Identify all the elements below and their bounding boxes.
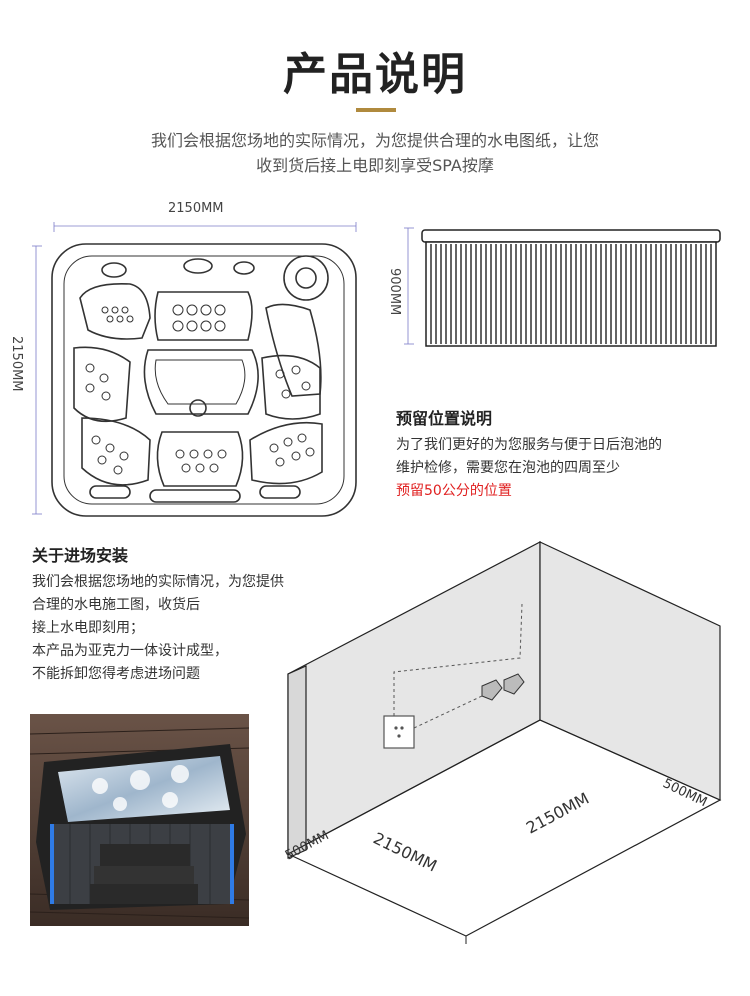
install-line-1: 我们会根据您场地的实际情况，为您提供 — [32, 574, 284, 590]
reserve-title: 预留位置说明 — [396, 409, 493, 428]
install-line-5: 不能拆卸您得考虑进场问题 — [32, 666, 200, 682]
intro-line-2: 收到货后接上电即刻享受SPA按摩 — [256, 156, 494, 175]
room-installation-diagram: 500MM 2150MM 2150MM 500MM — [283, 541, 722, 944]
room-front-length-label: 2150MM — [370, 829, 440, 876]
reserve-line-1: 为了我们更好的为您服务与便于日后泡池的 — [396, 437, 662, 453]
install-line-4: 本产品为亚克力一体设计成型， — [32, 643, 228, 659]
top-view-width-label: 2150MM — [168, 201, 224, 216]
install-text: 我们会根据您场地的实际情况，为您提供 合理的水电施工图，收货后 接上水电即刻用；… — [32, 571, 284, 686]
reserve-line-2: 维护检修，需要您在泡池的四周至少 — [396, 460, 620, 476]
spa-product-photo — [30, 714, 249, 926]
intro-line-1: 我们会根据您场地的实际情况，为您提供合理的水电图纸，让您 — [150, 131, 599, 150]
install-line-3: 接上水电即刻用； — [32, 620, 144, 636]
intro-text: 我们会根据您场地的实际情况，为您提供合理的水电图纸，让您 收到货后接上电即刻享受… — [0, 128, 750, 178]
install-title: 关于进场安装 — [32, 546, 129, 565]
install-line-2: 合理的水电施工图，收货后 — [32, 597, 200, 613]
side-view-height-label: 900MM — [387, 268, 402, 316]
reserve-text: 为了我们更好的为您服务与便于日后泡池的 维护检修，需要您在泡池的四周至少 预留5… — [396, 434, 662, 503]
page-title: 产品说明 — [283, 49, 467, 100]
reserve-highlight: 预留50公分的位置 — [396, 483, 512, 499]
title-underline — [356, 108, 396, 112]
spa-side-view-diagram — [404, 227, 721, 347]
top-view-height-label: 2150MM — [9, 336, 24, 392]
spa-top-view-diagram — [32, 222, 357, 517]
room-depth-length-label: 2150MM — [523, 789, 592, 838]
